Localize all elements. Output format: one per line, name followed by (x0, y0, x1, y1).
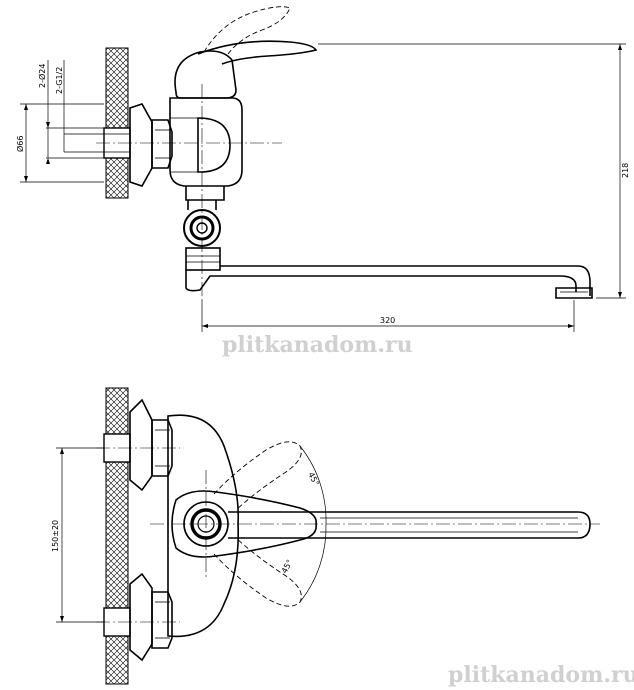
eccentric-fitting (129, 103, 153, 187)
mixer-body (169, 97, 243, 187)
side-view: Ø66 2-Ø24 2-G1/2 218 320 plitkanadom.ru (15, 6, 630, 358)
lever-rotated-down (213, 537, 302, 607)
dim-angle-lower: 45° (280, 558, 295, 575)
dim-spout-length: 320 (380, 316, 395, 325)
lever-top (171, 490, 317, 558)
handle-base (174, 50, 237, 99)
dim-height: 218 (621, 163, 630, 178)
dim-body-diameter: Ø66 (15, 136, 25, 152)
lever-rotated-up (213, 441, 302, 511)
spout-collar (185, 247, 221, 271)
lever-handle (197, 40, 318, 65)
dim-center-distance: 150±20 (51, 520, 60, 552)
spout-top (228, 511, 591, 539)
top-view: 45° 45° 150±20 plitkanadom.ru (51, 387, 634, 688)
spout (185, 270, 577, 292)
dim-inlet-thread: 2-G1/2 (55, 67, 64, 94)
union-nut (151, 119, 173, 169)
wall-hatch-side (105, 47, 129, 199)
wall-hatch-top (105, 387, 129, 685)
dim-inlet-diameter: 2-Ø24 (37, 64, 47, 88)
dim-angle-upper: 45° (306, 471, 321, 488)
watermark-upper: plitkanadom.ru (222, 332, 413, 358)
lever-raised-outline (203, 6, 291, 55)
watermark-lower: plitkanadom.ru (448, 662, 634, 688)
aerator (555, 287, 593, 299)
